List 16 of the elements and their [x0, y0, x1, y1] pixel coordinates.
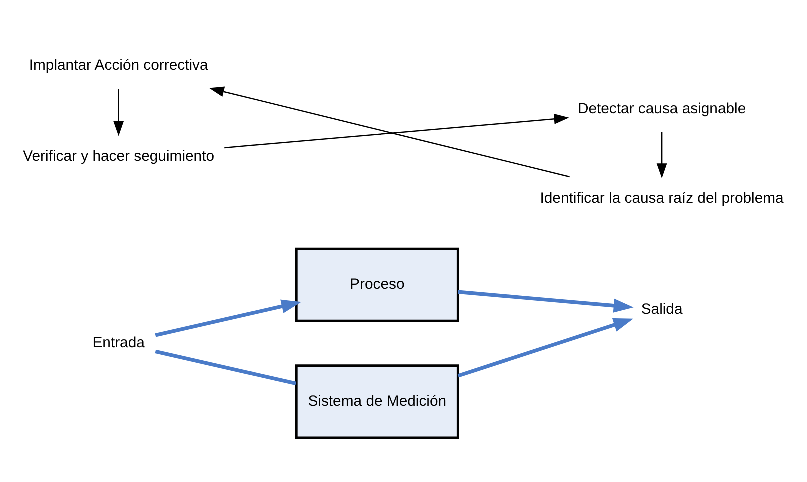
arrow: [458, 290, 634, 313]
node-text: Identificar la causa raíz del problema: [540, 191, 784, 208]
node-box: Sistema de Medición: [295, 364, 460, 440]
node-text: Entrada: [92, 335, 145, 352]
arrow: [155, 300, 302, 338]
node-text: Salida: [641, 302, 683, 318]
arrow: [656, 132, 668, 179]
arrow: [458, 318, 634, 378]
arrow: [209, 86, 570, 178]
node-box: Proceso: [295, 248, 460, 322]
node-text: Implantar Acción correctiva: [29, 58, 208, 74]
connector: [155, 350, 296, 386]
arrow: [114, 89, 124, 136]
node-text: Verificar y hacer seguimiento: [23, 148, 215, 165]
arrow: [224, 114, 570, 149]
node-text: Detectar causa asignable: [578, 102, 746, 118]
